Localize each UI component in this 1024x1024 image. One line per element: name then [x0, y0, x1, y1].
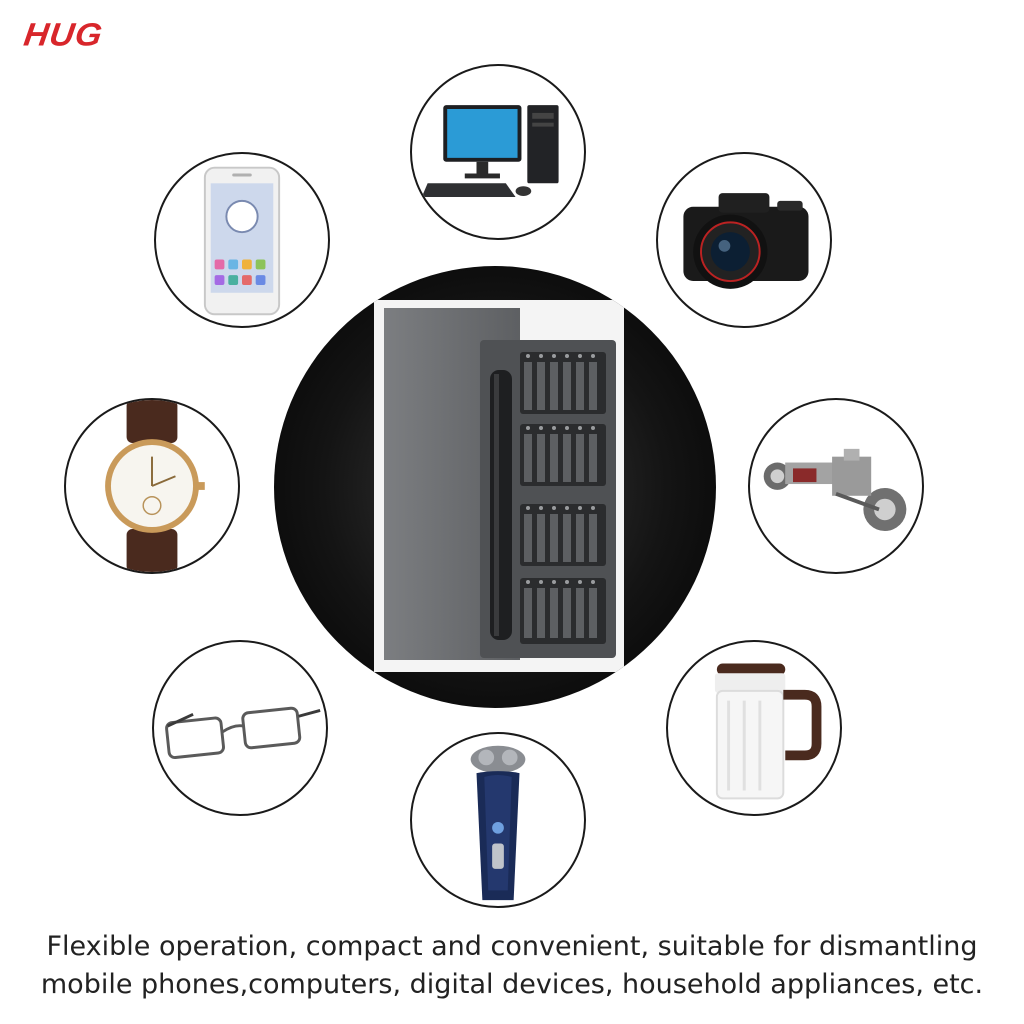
eyeglasses-icon: [152, 640, 328, 816]
caption-line-2: mobile phones,computers, digital devices…: [40, 969, 984, 1000]
camera-icon: [656, 152, 832, 328]
kettle-icon: [666, 640, 842, 816]
screwdriver-kit-icon: [274, 266, 716, 708]
wristwatch-icon: [64, 398, 240, 574]
smartphone-icon: [154, 152, 330, 328]
caption: Flexible operation, compact and convenie…: [0, 928, 1024, 1004]
robot-toy-icon: [748, 398, 924, 574]
caption-line-1: Flexible operation, compact and convenie…: [46, 931, 978, 962]
product-showcase: [64, 64, 924, 908]
desktop-computer-icon: [410, 64, 586, 240]
electric-shaver-icon: [410, 732, 586, 908]
